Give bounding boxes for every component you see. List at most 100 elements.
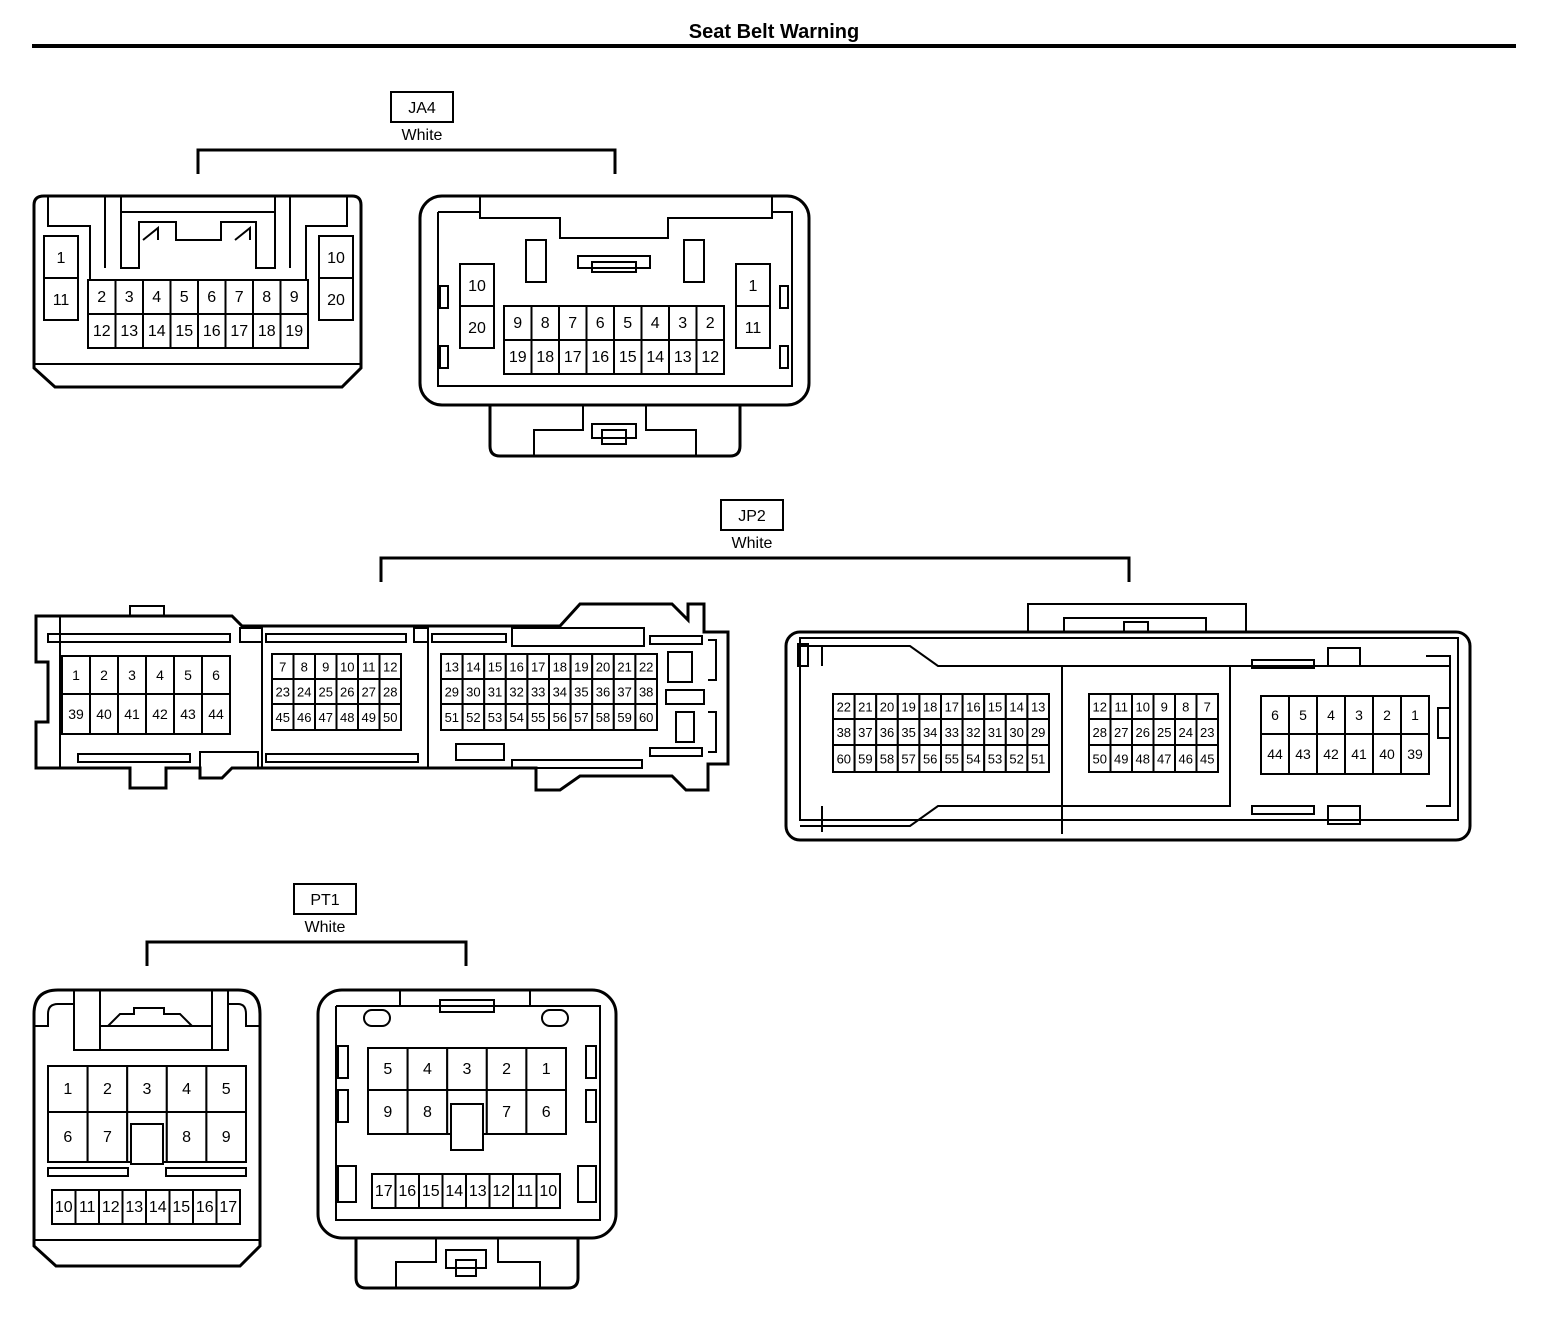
jp2-left-cavity: [634, 703, 659, 731]
ja4-left-pin-label: 12: [93, 323, 111, 340]
jp2-right-pin-label: 57: [901, 752, 915, 767]
page-title: Seat Belt Warning: [689, 21, 859, 43]
jp2-right-pin-label: 43: [1295, 746, 1311, 762]
ja4-left-pin-label: 13: [120, 323, 138, 340]
ja4-right-pin-label: 12: [701, 349, 719, 366]
ja4-left-cavity: [224, 313, 254, 349]
ja4-left-cavity: [43, 277, 79, 321]
jp2-right-pin-label: 21: [858, 700, 872, 715]
ja4-left-pin-label: 20: [327, 292, 345, 309]
ja4-left-cavity: [142, 313, 172, 349]
jp2-left-pin-label: 22: [639, 660, 653, 675]
jp2-right-pin-label: 58: [880, 752, 894, 767]
jp2-left-pin-label: 46: [297, 710, 311, 725]
jp2-right-pin-label: 46: [1179, 752, 1193, 767]
pt1-left-pin-label: 4: [182, 1081, 191, 1098]
jp2-left-cavity: [378, 703, 402, 731]
jp2-left-pin-label: 23: [276, 685, 290, 700]
pt1-right-pin-label: 5: [383, 1061, 392, 1078]
ja4-left-pin-label: 4: [152, 289, 161, 306]
ja4-left-cavity: [279, 313, 309, 349]
jp2-right-pin-label: 59: [858, 752, 872, 767]
ja4-right-cavity: [459, 263, 495, 307]
jp2-right-pin-label: 32: [966, 725, 980, 740]
ja4-left-pin-label: 5: [180, 289, 189, 306]
ja4-left-cavity: [43, 235, 79, 279]
connector-jp2-code: JP2: [738, 508, 766, 525]
pt1-left-pin-label: 16: [196, 1199, 214, 1216]
ja4-left-cavity: [197, 279, 227, 315]
pt1-left-pin-label: 17: [219, 1199, 237, 1216]
ja4-right-pin-label: 3: [678, 315, 687, 332]
pt1-right-pin-label: 6: [542, 1104, 551, 1121]
jp2-left-pin-label: 37: [617, 685, 631, 700]
pt1-left-pin-label: 1: [63, 1081, 72, 1098]
ja4-right-cavity: [640, 339, 670, 375]
jp2-left-pin-label: 16: [509, 660, 523, 675]
jp2-left-pin-label: 31: [488, 685, 502, 700]
pt1-right-pin-label: 1: [542, 1061, 551, 1078]
connector-jp2-color: White: [732, 535, 773, 552]
ja4-left-cavity: [318, 277, 354, 321]
jp2-right-pin-label: 54: [966, 752, 980, 767]
ja4-right-cavity: [668, 339, 698, 375]
jp2-right-pin-label: 47: [1157, 752, 1171, 767]
ja4-left-pin-label: 9: [290, 289, 299, 306]
pt1-right-pin-label: 11: [516, 1183, 533, 1200]
jp2-right-pin-label: 38: [837, 725, 851, 740]
pt1-right-cavity: [367, 1089, 409, 1135]
jp2-right-pin-label: 44: [1267, 746, 1283, 762]
ja4-left-cavity: [318, 235, 354, 279]
jp2-right-pin-label: 34: [923, 725, 937, 740]
ja4-left-pin-label: 3: [125, 289, 134, 306]
jp2-right-pin-label: 51: [1031, 752, 1045, 767]
jp2-left-pin-label: 30: [466, 685, 480, 700]
pt1-left-pin-label: 8: [182, 1129, 191, 1146]
jp2-right-pin-label: 20: [880, 700, 894, 715]
jp2-left-pin-label: 45: [276, 710, 290, 725]
connector-pt1-color: White: [305, 919, 346, 936]
ja4-right-pin-label: 2: [706, 315, 715, 332]
jp2-left-pin-label: 8: [301, 660, 308, 675]
connector-pt1-header: PT1 White: [145, 883, 468, 966]
jp2-right-pin-label: 25: [1157, 725, 1171, 740]
jp2-left-cavity: [173, 693, 203, 735]
jp2-left-pin-label: 52: [466, 710, 480, 725]
pt1-right-cavity: [446, 1047, 488, 1091]
jp2-left-pin-label: 15: [488, 660, 502, 675]
jp2-left-cavity: [89, 693, 119, 735]
jp2-left-pin-label: 59: [617, 710, 631, 725]
jp2-right-pin-label: 53: [988, 752, 1002, 767]
jp2-right-cavity: [1026, 744, 1051, 773]
jp2-right-pin-label: 37: [858, 725, 872, 740]
pt1-left-pin-label: 12: [102, 1199, 120, 1216]
pt1-right-keyway: [450, 1103, 484, 1151]
jp2-right-pin-label: 55: [945, 752, 959, 767]
pt1-right-pin-label: 17: [375, 1183, 393, 1200]
jp2-left-pin-label: 13: [445, 660, 459, 675]
ja4-right-cavity: [530, 339, 560, 375]
jp2-left-pin-label: 55: [531, 710, 545, 725]
jp2-left-pin-label: 53: [488, 710, 502, 725]
jp2-right-pin-label: 36: [880, 725, 894, 740]
ja4-right-cavity: [613, 305, 643, 341]
pt1-left-pin-label: 11: [79, 1199, 96, 1216]
connector-ja4-code: JA4: [408, 100, 436, 117]
jp2-left-pin-label: 10: [340, 660, 354, 675]
jp2-right-pin-label: 40: [1379, 746, 1395, 762]
jp2-right-pin-label: 23: [1200, 725, 1214, 740]
jp2-right-pin-label: 16: [966, 700, 980, 715]
jp2-left-cavity: [117, 693, 147, 735]
ja4-right-pin-label: 13: [674, 349, 692, 366]
jp2-left-pin-label: 58: [596, 710, 610, 725]
jp2-right-pin-label: 10: [1136, 700, 1150, 715]
jp2-right-pin-label: 4: [1327, 707, 1335, 723]
jp2-left-pin-label: 1: [72, 667, 80, 683]
jp2-right-cavity: [1288, 695, 1318, 735]
pt1-right-pin-label: 7: [502, 1104, 511, 1121]
ja4-right-cavity: [503, 339, 533, 375]
